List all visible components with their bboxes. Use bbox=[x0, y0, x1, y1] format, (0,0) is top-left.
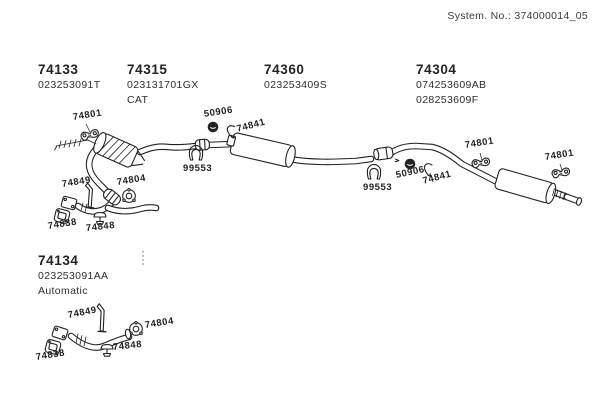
system-number: System. No.: 374000014_05 bbox=[447, 10, 588, 22]
part-code: CAT bbox=[127, 94, 149, 106]
ring-gasket-74804 bbox=[129, 321, 143, 336]
rubber-hanger-74801-icon bbox=[470, 155, 491, 170]
part-number: 74134 bbox=[38, 253, 79, 268]
part-code: 023131701GX bbox=[127, 79, 199, 91]
part-number: 74133 bbox=[38, 62, 79, 77]
rear-muffler bbox=[494, 168, 557, 205]
front-flange bbox=[60, 195, 78, 211]
part-group-74133: 74133 023253091T bbox=[38, 62, 100, 92]
catalytic-converter bbox=[93, 132, 146, 168]
part-code: Automatic bbox=[38, 285, 88, 297]
mount-74848 bbox=[100, 344, 114, 357]
part-number: 74304 bbox=[416, 62, 457, 77]
leader-lines bbox=[85, 123, 563, 267]
part-code: 074253609AB bbox=[416, 79, 487, 91]
bracket-74849 bbox=[83, 182, 97, 209]
grommet-50906-icon bbox=[207, 121, 219, 133]
part-group-74134: 74134 023253091AA Automatic bbox=[38, 253, 108, 298]
part-group-74360: 74360 023253409S bbox=[264, 62, 327, 92]
pipe-runs bbox=[67, 140, 582, 351]
middle-muffler bbox=[229, 132, 296, 168]
part-number: 74360 bbox=[264, 62, 305, 77]
slip-sleeve-rear bbox=[373, 146, 400, 163]
part-code: 023253091AA bbox=[38, 270, 109, 282]
callout-99553: 99553 bbox=[363, 182, 393, 193]
part-code: 023253409S bbox=[264, 79, 328, 91]
automatic-front-pipe-assembly bbox=[44, 303, 143, 357]
bracket-74849 bbox=[95, 303, 108, 333]
part-group-74315: 74315 023131701GX CAT bbox=[127, 62, 199, 107]
front-flange bbox=[51, 325, 69, 341]
part-code: 028253609F bbox=[416, 94, 479, 106]
ring-gasket-74804 bbox=[122, 188, 136, 203]
front-bracket bbox=[54, 138, 97, 151]
part-number: 74315 bbox=[127, 62, 168, 77]
tailpipe bbox=[552, 188, 583, 206]
part-group-74304: 74304 074253609AB 028253609F bbox=[416, 62, 486, 107]
callout-99553: 99553 bbox=[183, 163, 213, 174]
rubber-hanger-74801-icon bbox=[550, 165, 571, 180]
clamp-99553-icon bbox=[366, 163, 382, 180]
part-code: 023253091T bbox=[38, 79, 101, 91]
slip-sleeve-front bbox=[194, 138, 210, 151]
